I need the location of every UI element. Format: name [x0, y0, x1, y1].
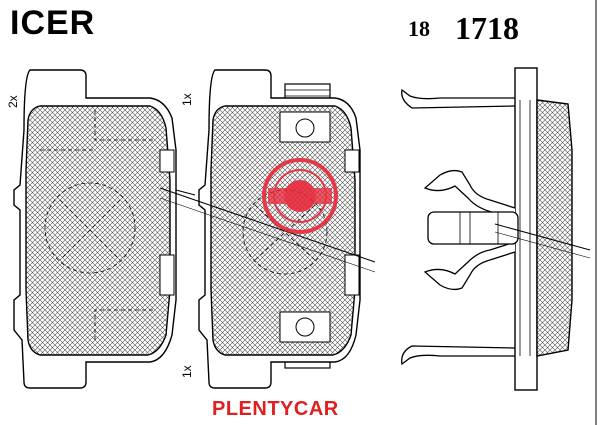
- seal-logo: [262, 158, 338, 234]
- pad-side-view: [401, 67, 591, 391]
- pad-middle: [198, 69, 361, 389]
- section-line: [159, 187, 376, 263]
- side-view-middle-clip: [423, 169, 516, 291]
- part-number: 1718: [455, 10, 519, 46]
- watermark-text: PLENTYCAR: [212, 398, 339, 420]
- part-number-prefix: 18: [408, 16, 430, 41]
- qty-label-middle-top: 1x: [180, 93, 194, 106]
- qty-label-left-pad: 2x: [6, 95, 20, 108]
- pad-left-friction-material: [25, 105, 171, 356]
- pad-left: [13, 69, 196, 389]
- side-view-bottom-spring: [401, 345, 516, 366]
- side-view-friction-material: [536, 99, 573, 357]
- qty-label-middle-bottom: 1x: [180, 365, 194, 378]
- side-view-top-spring: [401, 88, 516, 109]
- brand-logo: ICER: [10, 6, 95, 40]
- brand-name: ICER: [10, 4, 96, 42]
